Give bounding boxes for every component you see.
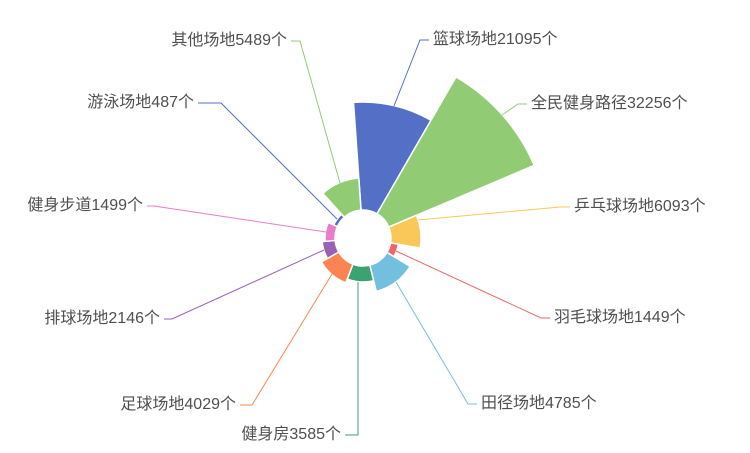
sector-label-swimming-venues: 游泳场地487个 [87, 93, 194, 111]
leader-line-track-field-grounds [395, 281, 477, 405]
leader-line-fitness-trails [147, 205, 327, 233]
leader-line-gyms [345, 282, 359, 436]
pie-sector-basketball-courts[interactable] [352, 101, 432, 215]
pie-sector-track-field-grounds[interactable] [369, 251, 411, 293]
sector-label-gyms: 健身房3585个 [241, 425, 341, 443]
sector-label-badminton-courts: 羽毛球场地1449个 [554, 308, 686, 326]
sectors-group [320, 76, 535, 293]
leader-line-table-tennis-courts [417, 206, 570, 221]
sector-label-table-tennis-courts: 乒乓球场地6093个 [574, 197, 706, 215]
leader-line-badminton-courts [395, 250, 550, 319]
pie-sector-table-tennis-courts[interactable] [388, 214, 422, 249]
leader-line-volleyball-courts [164, 249, 325, 320]
leader-line-other-venues [291, 40, 341, 184]
leader-line-swimming-venues [198, 102, 338, 220]
sector-label-other-venues: 其他场地5489个 [171, 31, 287, 49]
sector-label-volleyball-courts: 排球场地2146个 [44, 309, 160, 327]
leader-line-football-fields [240, 273, 333, 406]
sector-label-basketball-courts: 篮球场地21095个 [433, 30, 558, 48]
sector-label-football-fields: 足球场地4029个 [120, 395, 236, 413]
pie-sector-fitness-paths[interactable] [376, 76, 535, 228]
sector-label-fitness-trails: 健身步道1499个 [27, 196, 143, 214]
pie-sector-other-venues[interactable] [322, 177, 362, 218]
leader-line-basketball-courts [393, 39, 429, 107]
leader-lines-group [147, 39, 570, 436]
labels-group: 篮球场地21095个全民健身路径32256个乒乓球场地6093个羽毛球场地144… [27, 30, 705, 443]
sector-label-track-field-grounds: 田径场地4785个 [481, 394, 597, 412]
leader-line-fitness-paths [501, 103, 527, 116]
sector-label-fitness-paths: 全民健身路径32256个 [531, 94, 688, 112]
